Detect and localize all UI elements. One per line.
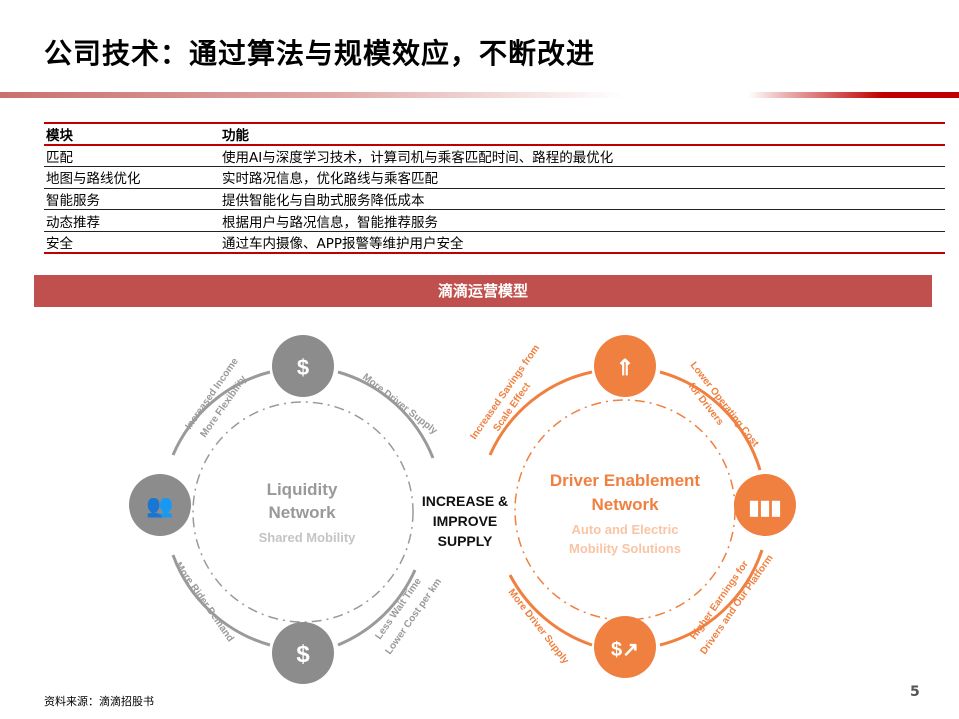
group-glyph: 👥 xyxy=(146,493,173,518)
table-row: 安全通过车内摄像、APP报警等维护用户安全 xyxy=(44,231,945,254)
table-row: 动态推荐根据用户与路况信息，智能推荐服务 xyxy=(44,209,945,232)
left-inner-ring xyxy=(192,401,414,623)
label-more-driver-supply: More Driver Supply xyxy=(360,372,439,437)
growth-coins-glyph: ⇑ xyxy=(616,355,634,380)
right-subtitle-1: Auto and Electric xyxy=(572,522,679,537)
person-earnings-glyph: $↗ xyxy=(611,639,639,661)
liquidity-network xyxy=(171,370,435,647)
right-subtitle-2: Mobility Solutions xyxy=(569,541,681,556)
title-divider xyxy=(0,92,959,98)
person-earnings-icon xyxy=(594,616,656,678)
growth-coins-icon xyxy=(594,335,656,397)
left-title-2: Network xyxy=(268,503,336,522)
header-function: 功能 xyxy=(220,122,945,146)
driver-enablement-network xyxy=(488,370,764,647)
people-dollar-icon xyxy=(272,335,334,397)
right-arc-2 xyxy=(659,370,762,471)
left-arc-1 xyxy=(171,370,271,456)
bar-chart-icon xyxy=(734,474,796,536)
header-module: 模块 xyxy=(44,122,220,146)
right-title-1: Driver Enablement xyxy=(550,471,701,490)
right-arc-1 xyxy=(488,370,593,456)
table-row: 智能服务提供智能化与自助式服务降低成本 xyxy=(44,188,945,211)
left-arc-2 xyxy=(337,370,435,459)
people-dollar-glyph: $ xyxy=(297,355,309,380)
right-title-2: Network xyxy=(591,495,659,514)
left-arc-3 xyxy=(171,554,271,647)
table-header: 模块功能 xyxy=(44,122,945,146)
section-banner: 滴滴运营模型 xyxy=(34,275,932,307)
label-more-rider-demand: More Rider Demand xyxy=(173,560,236,644)
bar-chart-glyph: ▮▮▮ xyxy=(748,497,781,519)
dollar-clock-icon xyxy=(272,622,334,684)
center-text-3: SUPPLY xyxy=(438,533,493,549)
table-row: 地图与路线优化实时路况信息，优化路线与乘客匹配 xyxy=(44,166,945,189)
dollar-clock-glyph: $ xyxy=(296,641,310,668)
right-arc-3 xyxy=(659,549,764,647)
group-icon xyxy=(129,474,191,536)
left-title-1: Liquidity xyxy=(267,480,338,499)
page-number: 5 xyxy=(910,684,920,700)
center-text-2: IMPROVE xyxy=(433,513,498,529)
modules-table: 模块功能 匹配使用AI与深度学习技术，计算司机与乘客匹配时间、路程的最优化 地图… xyxy=(44,122,945,254)
table-row: 匹配使用AI与深度学习技术，计算司机与乘客匹配时间、路程的最优化 xyxy=(44,145,945,168)
label-more-driver-supply-right: More Driver Supply xyxy=(506,587,571,666)
left-subtitle: Shared Mobility xyxy=(259,530,357,545)
left-arc-4 xyxy=(337,569,417,647)
center-text-1: INCREASE & xyxy=(422,493,508,509)
page-title: 公司技术：通过算法与规模效应，不断改进 xyxy=(44,37,596,70)
label-lower-operating-cost: Lower Operating Cost xyxy=(688,360,761,450)
right-arc-4 xyxy=(508,574,593,647)
source-note: 资料来源：滴滴招股书 xyxy=(44,695,154,708)
